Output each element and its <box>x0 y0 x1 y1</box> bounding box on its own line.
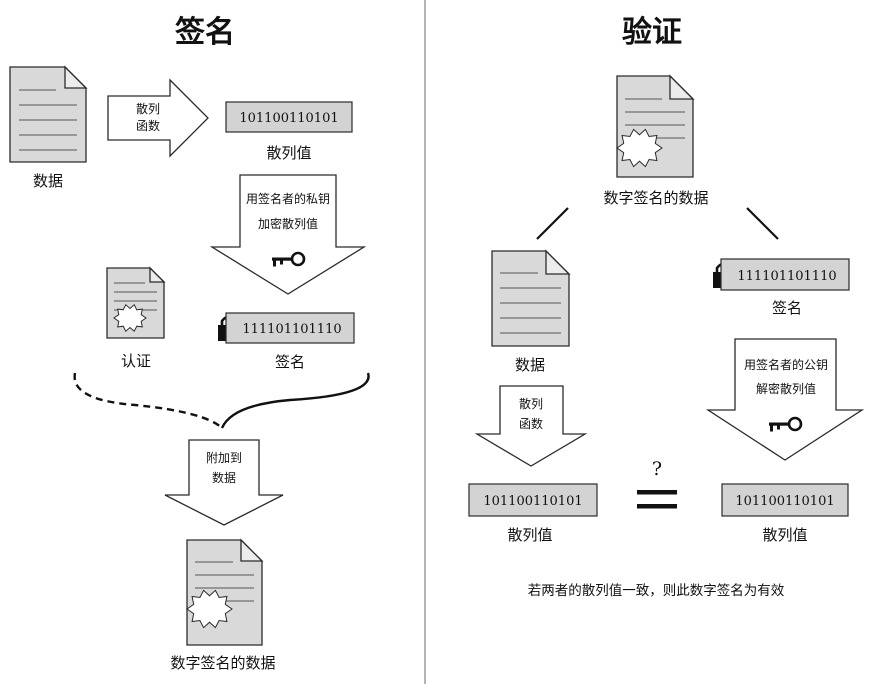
hash-value-label: 散列值 <box>266 144 311 162</box>
signature-value: 111101101110 <box>242 322 341 337</box>
key-icon <box>272 251 306 267</box>
hash-value-box-right <box>721 483 849 517</box>
signature-label: 签名 <box>772 299 802 317</box>
key-icon <box>769 416 803 432</box>
hash-value-box <box>225 101 353 133</box>
signature-label: 签名 <box>275 353 305 371</box>
hash-value-left: 101100110101 <box>483 494 582 509</box>
question-mark: ? <box>652 458 662 480</box>
hash-arrow-label-line2: 函数 <box>136 118 160 133</box>
document-icon <box>491 249 571 347</box>
encrypt-arrow-label-line1: 用签名者的私钥 <box>246 191 330 206</box>
signature-box <box>720 258 850 291</box>
equals-sign <box>637 490 677 509</box>
encrypt-arrow <box>209 174 367 295</box>
hash-value-box-left <box>468 483 598 517</box>
hash-value-left-label: 散列值 <box>507 526 552 544</box>
decrypt-arrow-label-line1: 用签名者的公钥 <box>744 357 828 372</box>
certificate-icon <box>106 266 166 339</box>
attach-arrow <box>164 439 284 526</box>
split-line-left <box>536 207 569 240</box>
signed-document-icon <box>616 74 695 178</box>
decrypt-arrow-label-line2: 解密散列值 <box>756 381 816 396</box>
attach-arrow-label-line2: 数据 <box>212 470 236 485</box>
signed-document-icon <box>186 538 264 646</box>
conclusion-text: 若两者的散列值一致，则此数字签名为有效 <box>528 582 785 599</box>
hash-function-arrow <box>107 78 209 158</box>
hash-arrow-label-line1: 散列 <box>519 396 543 411</box>
signed-data-label: 数字签名的数据 <box>603 189 708 207</box>
data-label: 数据 <box>515 356 545 374</box>
signing-title: 签名 <box>175 15 235 50</box>
attach-arrow-label-line1: 附加到 <box>206 451 242 465</box>
signed-data-label: 数字签名的数据 <box>170 654 275 672</box>
decrypt-arrow <box>705 338 865 461</box>
hash-value: 101100110101 <box>239 111 338 126</box>
hash-arrow-label-line1: 散列 <box>136 101 160 116</box>
hash-value-right-label: 散列值 <box>762 526 807 544</box>
verification-title: 验证 <box>622 15 682 50</box>
split-line-right <box>746 207 779 240</box>
hash-arrow-label-line2: 函数 <box>519 416 543 431</box>
combine-brace-left <box>73 372 223 429</box>
signature-box <box>225 312 355 344</box>
data-label: 数据 <box>33 172 63 190</box>
hash-value-right: 101100110101 <box>735 494 834 509</box>
certificate-label: 认证 <box>121 352 151 370</box>
document-icon <box>9 65 88 163</box>
encrypt-arrow-label-line2: 加密散列值 <box>258 216 318 231</box>
hash-function-arrow <box>474 385 588 467</box>
signature-value: 111101101110 <box>737 269 836 284</box>
combine-brace-right <box>220 372 370 429</box>
